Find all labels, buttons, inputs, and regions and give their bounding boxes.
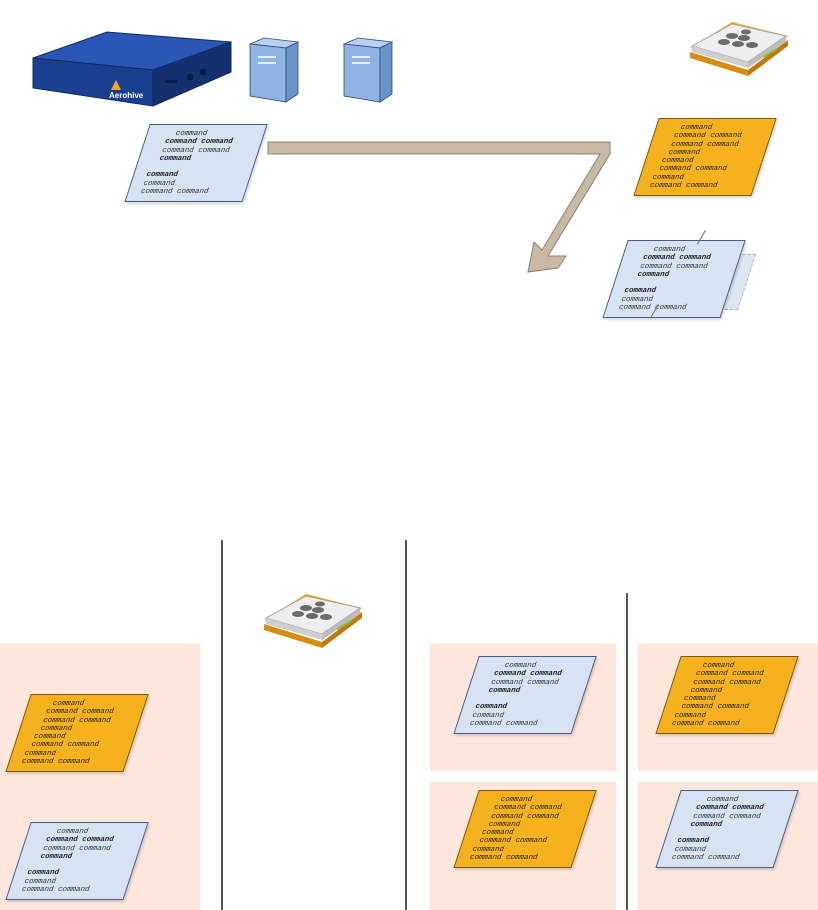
command-line: command — [636, 270, 671, 279]
command-line: command command — [20, 886, 91, 895]
command-line: command command — [163, 138, 234, 147]
command-line — [143, 163, 246, 171]
command-line: command — [679, 124, 714, 132]
command-line: command command — [617, 304, 688, 313]
command-line: command command — [29, 741, 100, 750]
command-line: command command — [468, 720, 539, 729]
brand-logo-icon — [111, 80, 121, 90]
command-line — [621, 279, 724, 287]
command-line: command command — [691, 812, 762, 821]
access-point-icon — [690, 22, 788, 76]
command-line: command — [471, 711, 506, 720]
command-line: command — [689, 686, 724, 695]
command-line: command command — [669, 140, 740, 149]
command-line: command — [487, 686, 522, 695]
command-line: command — [660, 157, 695, 166]
command-line: command command — [691, 678, 762, 687]
command-line: command — [673, 845, 708, 854]
command-line: command — [622, 287, 657, 296]
command-line: command — [682, 695, 717, 704]
command-line: command — [471, 845, 506, 854]
command-line: command — [673, 711, 708, 720]
command-line: command — [51, 700, 86, 708]
command-line: command command — [492, 670, 563, 679]
command-line: command — [652, 246, 687, 254]
command-line: command — [487, 820, 522, 829]
command-line: command — [689, 820, 724, 829]
column-divider — [626, 593, 628, 910]
brand-text: Aerohive — [109, 91, 144, 100]
column-divider — [221, 540, 223, 910]
command-line: command command — [679, 703, 750, 712]
command-line: command command — [44, 836, 115, 845]
column-divider — [405, 540, 407, 910]
command-line — [24, 861, 127, 869]
command-line: command command — [657, 165, 728, 174]
command-line: command command — [492, 804, 563, 813]
command-line: command — [39, 852, 74, 861]
command-line: command — [32, 733, 67, 742]
command-line: command — [55, 828, 90, 836]
command-line: command — [701, 662, 736, 670]
command-line: command — [473, 703, 508, 712]
command-line: command command — [477, 837, 548, 846]
command-line: command command — [672, 132, 743, 141]
command-line: command command — [468, 854, 539, 863]
server-icon — [342, 37, 394, 103]
command-line: command — [158, 154, 193, 163]
command-line: command — [480, 829, 515, 838]
command-line: command command — [638, 262, 709, 271]
command-line: command command — [641, 254, 712, 263]
command-line: command — [142, 179, 177, 188]
command-line: command command — [41, 844, 112, 853]
command-line: command command — [139, 188, 210, 197]
command-line: command command — [694, 670, 765, 679]
command-line: command command — [694, 804, 765, 813]
server-icon — [248, 37, 300, 103]
command-line: command — [675, 837, 710, 846]
command-line: command — [174, 130, 209, 138]
command-line: command command — [670, 720, 741, 729]
command-line: command command — [20, 758, 91, 767]
command-line: command — [23, 749, 58, 758]
command-line: command command — [44, 708, 115, 717]
hivemanager-appliance: Aerohive — [32, 31, 232, 107]
command-line: command — [503, 662, 538, 670]
command-line: command — [705, 796, 740, 804]
command-line: command — [667, 148, 702, 157]
command-line: command — [499, 796, 534, 804]
command-line — [472, 695, 575, 703]
command-line: command — [144, 171, 179, 180]
command-line — [674, 829, 777, 837]
command-line: command command — [489, 678, 560, 687]
command-line: command command — [41, 716, 112, 725]
command-line: command — [620, 295, 655, 304]
command-line: command command — [160, 146, 231, 155]
command-line: command — [651, 173, 686, 182]
command-line: command — [25, 869, 60, 878]
command-line: command command — [489, 812, 560, 821]
command-line: command command — [648, 182, 719, 191]
flow-arrow — [267, 141, 611, 273]
command-line: command — [39, 724, 74, 733]
command-line: command — [23, 877, 58, 886]
command-line: command command — [670, 854, 741, 863]
access-point-icon — [264, 594, 362, 648]
